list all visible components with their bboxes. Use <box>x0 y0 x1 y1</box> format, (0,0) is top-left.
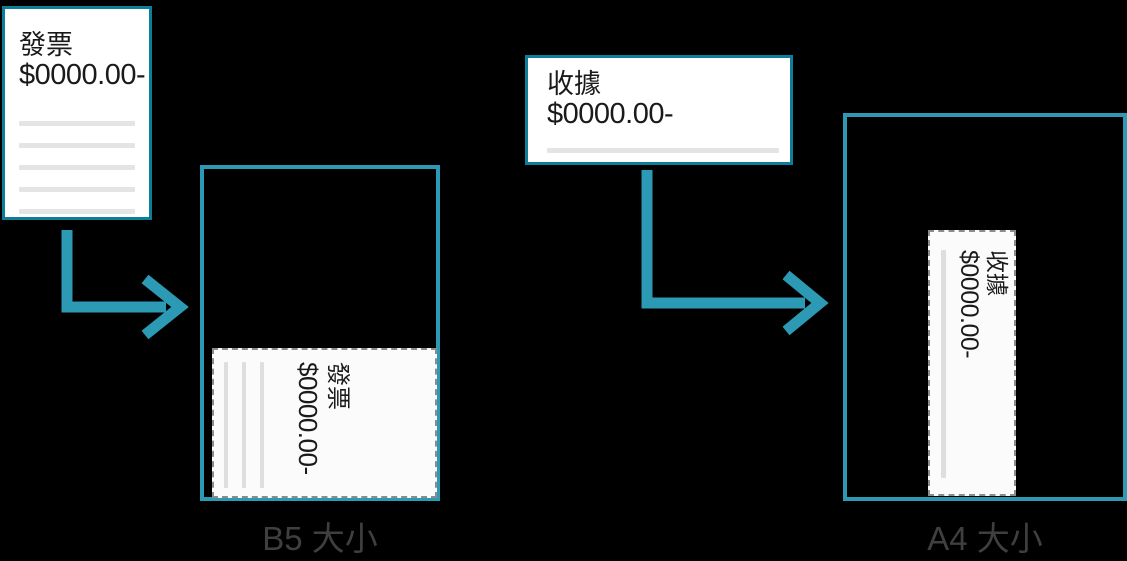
rule-line <box>224 362 228 488</box>
arrow-elbow-path <box>61 230 166 313</box>
arrow-invoice-to-b5 <box>61 230 189 340</box>
rule-line <box>19 209 135 214</box>
rule-line <box>547 148 779 153</box>
rule-line <box>19 165 135 170</box>
rule-line <box>941 250 946 478</box>
source-document-receipt[interactable]: 收據 $0000.00- <box>525 55 793 165</box>
arrow-receipt-to-a4 <box>641 170 829 336</box>
rule-line <box>242 362 246 488</box>
placed-invoice-amount: $0000.00- <box>293 362 323 475</box>
invoice-text-block: 發票 $0000.00- <box>19 30 146 92</box>
receipt-rule-lines <box>547 148 779 153</box>
receipt-text-block: 收據 $0000.00- <box>547 69 674 131</box>
rule-line <box>19 187 135 192</box>
caption-b5: B5 大小 <box>262 520 378 557</box>
placed-receipt-amount: $0000.00- <box>955 250 983 359</box>
rule-line <box>260 362 264 488</box>
receipt-amount: $0000.00- <box>547 98 674 131</box>
placed-document-invoice-in-b5[interactable]: 發票 $0000.00- <box>212 348 437 498</box>
placed-invoice-title: 發票 <box>324 362 351 410</box>
target-box-b5[interactable] <box>200 165 440 501</box>
rotated-content-layer: 收據 $0000.00- <box>930 232 1014 494</box>
arrow-head <box>782 270 829 336</box>
rule-line <box>19 121 135 126</box>
invoice-amount: $0000.00- <box>19 59 146 92</box>
arrow-elbow-path <box>641 170 805 309</box>
receipt-title: 收據 <box>547 69 601 99</box>
arrow-head <box>141 274 189 340</box>
invoice-title: 發票 <box>19 30 73 60</box>
rotated-content-layer: 發票 $0000.00- <box>214 350 364 496</box>
source-document-invoice[interactable]: 發票 $0000.00- <box>2 6 152 220</box>
placed-document-receipt-in-a4[interactable]: 收據 $0000.00- <box>928 230 1016 496</box>
caption-a4: A4 大小 <box>927 520 1043 557</box>
target-box-a4[interactable] <box>843 113 1127 501</box>
placed-receipt-title: 收據 <box>984 250 1010 296</box>
rule-line <box>19 143 135 148</box>
invoice-rule-lines <box>19 121 135 231</box>
